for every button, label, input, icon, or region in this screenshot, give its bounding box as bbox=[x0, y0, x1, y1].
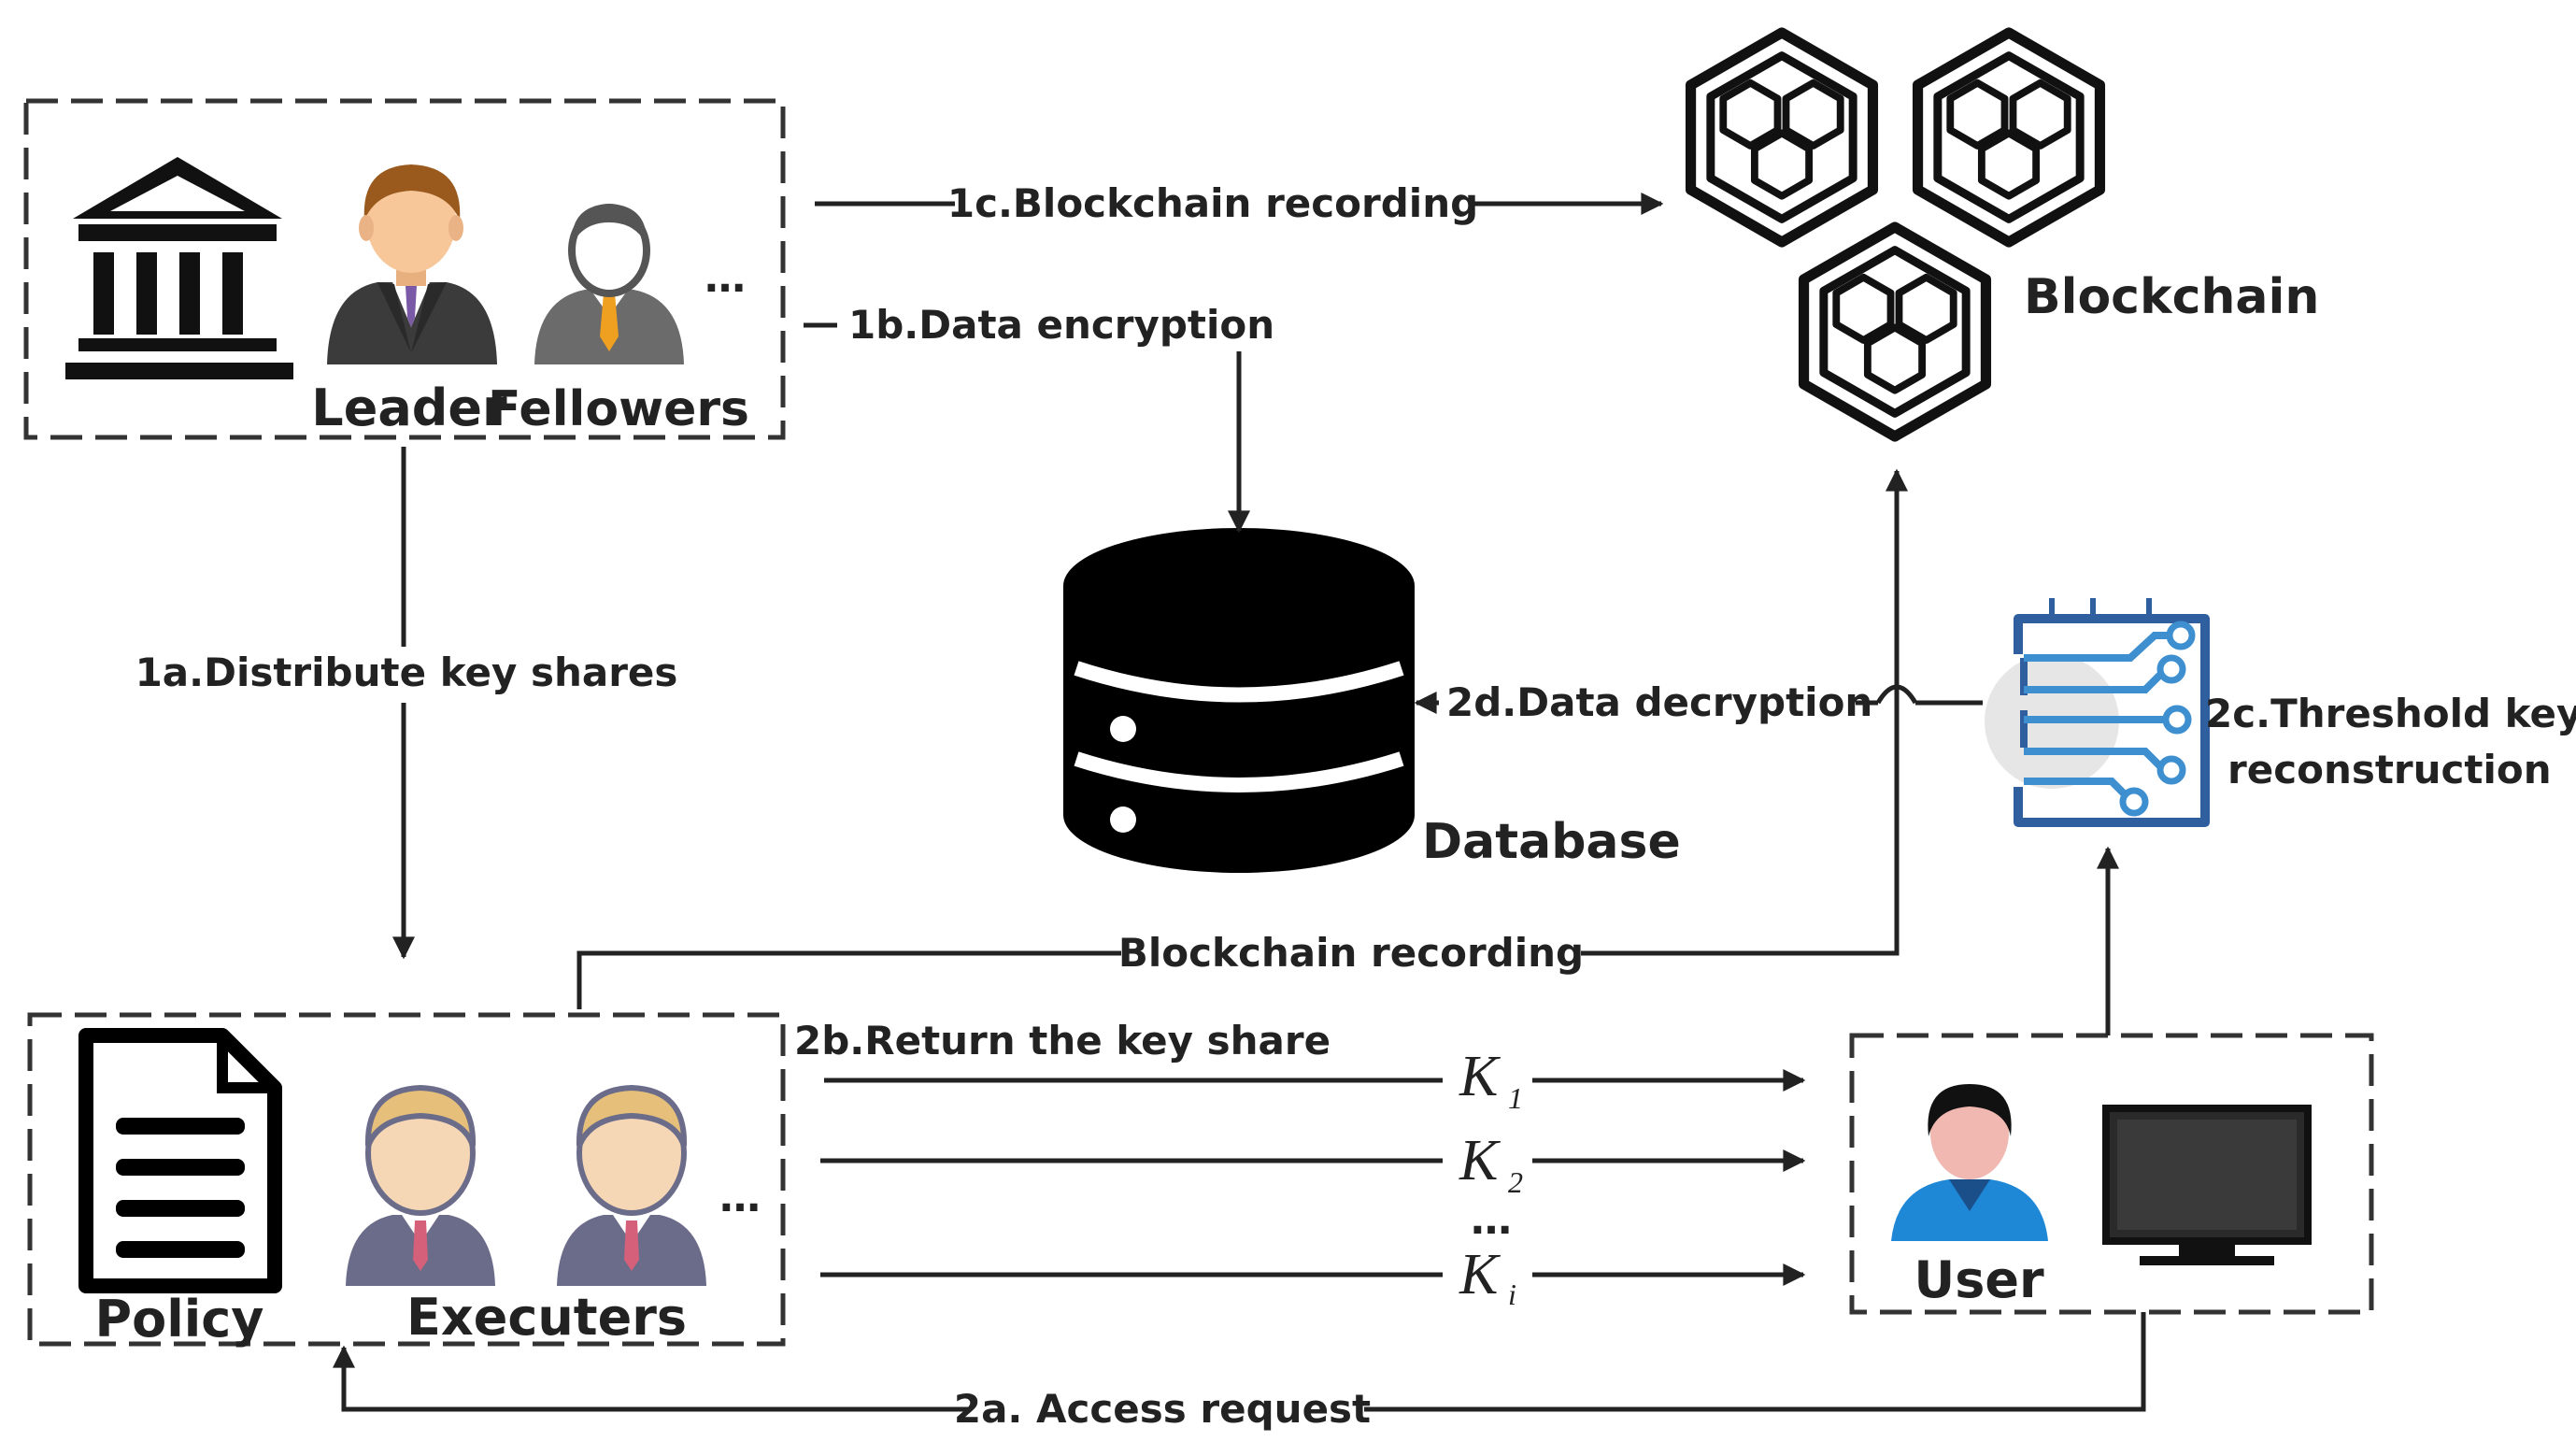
edge-1b-label: 1b.Data encryption bbox=[848, 302, 1274, 348]
edge-chain-rec-left bbox=[576, 950, 1121, 1009]
key-2-subscript: 2 bbox=[1508, 1165, 1523, 1199]
executer-person-icon bbox=[346, 1084, 495, 1286]
leader-person-icon bbox=[327, 164, 497, 364]
edge-2d-hop bbox=[1875, 684, 1918, 705]
user-label: User bbox=[1914, 1250, 2044, 1309]
edge-2b-label: 2b.Return the key share bbox=[794, 1018, 1331, 1063]
keys-ellipsis: … bbox=[1471, 1196, 1512, 1244]
edge-1a-label: 1a.Distribute key shares bbox=[135, 649, 678, 695]
edge-2a-label: 2a. Access request bbox=[954, 1386, 1371, 1432]
key-1-symbol: K bbox=[1459, 1045, 1501, 1108]
key-2-symbol: K bbox=[1459, 1129, 1501, 1192]
monitor-icon bbox=[2102, 1105, 2312, 1265]
key-1-subscript: 1 bbox=[1508, 1081, 1523, 1115]
executer-ellipsis: … bbox=[719, 1174, 761, 1221]
database-label: Database bbox=[1422, 814, 1681, 870]
key-i-subscript: i bbox=[1508, 1278, 1516, 1311]
edge-chain-rec-right bbox=[1581, 468, 1908, 956]
threshold-label-line2: reconstruction bbox=[2227, 747, 2552, 792]
edge-2a-line-left bbox=[333, 1345, 968, 1412]
bank-icon bbox=[65, 157, 293, 379]
executer-group-box bbox=[27, 1012, 786, 1347]
edge-2d-label: 2d.Data decryption bbox=[1446, 679, 1872, 725]
policy-label: Policy bbox=[95, 1290, 264, 1349]
executers-label: Executers bbox=[406, 1288, 687, 1347]
edge-2a-line-right bbox=[1364, 1312, 2146, 1412]
database-icon bbox=[1063, 528, 1415, 873]
user-group-box bbox=[1849, 1033, 2374, 1315]
leader-group-box bbox=[23, 98, 786, 440]
user-person-icon bbox=[1891, 1084, 2048, 1241]
blockchain-hexagon-icon bbox=[1691, 33, 2100, 436]
executer-person-icon bbox=[557, 1084, 706, 1286]
edge-chain-rec-label: Blockchain recording bbox=[1118, 930, 1584, 976]
followers-label: Fellowers bbox=[488, 381, 749, 437]
leader-label: Leader bbox=[311, 378, 507, 437]
document-icon bbox=[78, 1028, 282, 1293]
threshold-label-line1: 2c.Threshold key bbox=[2205, 691, 2576, 736]
leader-ellipsis: … bbox=[704, 254, 746, 302]
circuit-key-icon bbox=[1985, 598, 2210, 827]
blockchain-label: Blockchain bbox=[2024, 269, 2319, 325]
edge-1c-label: 1c.Blockchain recording bbox=[947, 180, 1478, 226]
key-i-symbol: K bbox=[1459, 1243, 1501, 1306]
follower-person-icon bbox=[534, 204, 684, 364]
